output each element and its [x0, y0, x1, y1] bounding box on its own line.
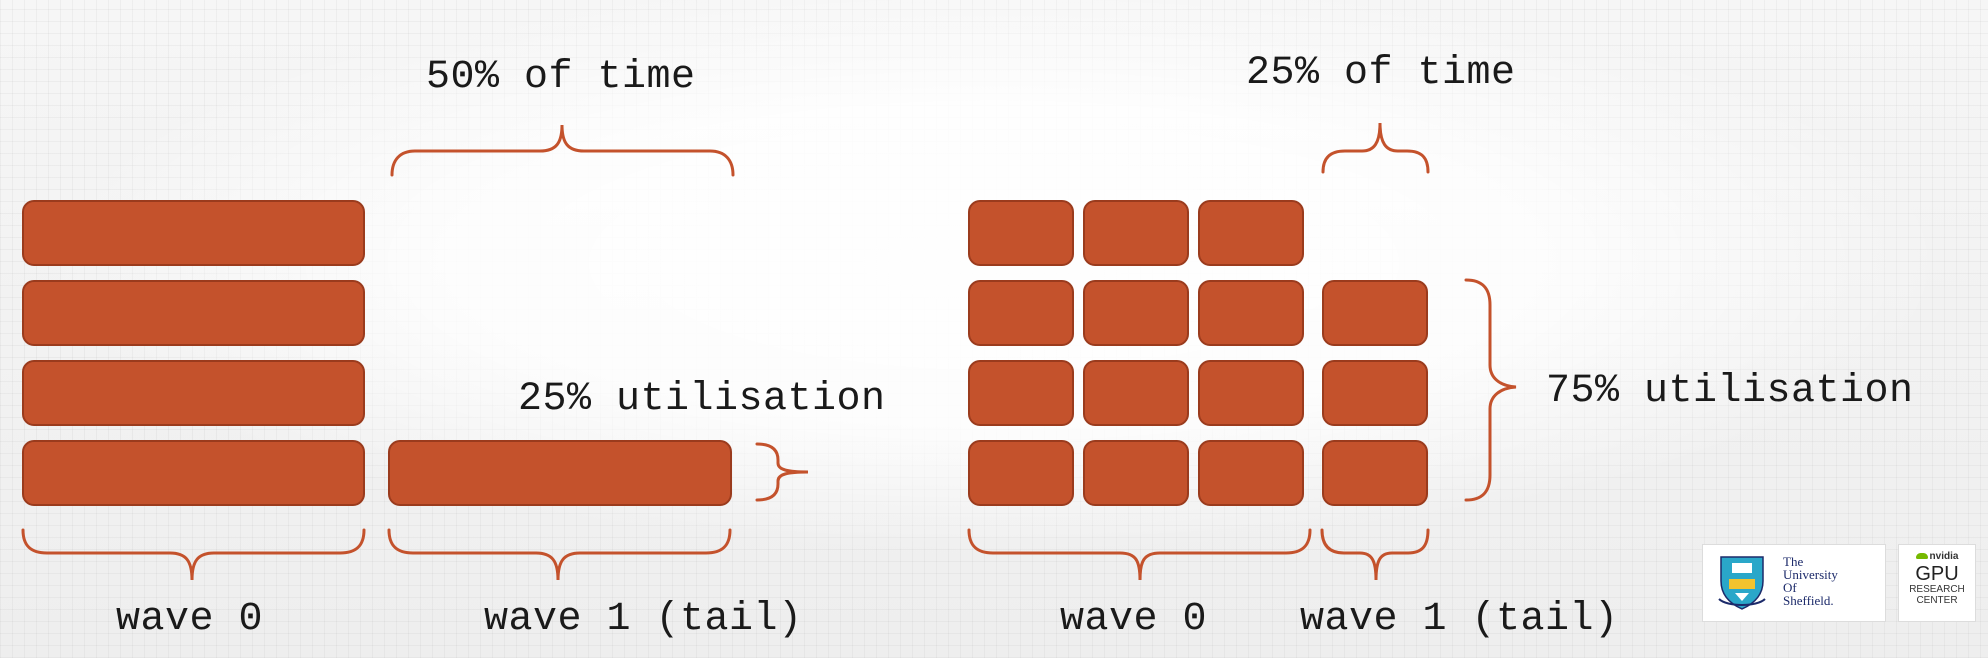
right-wave1-label: wave 1 (tail): [1300, 597, 1619, 642]
left-wave1-block-1: [388, 440, 732, 506]
university-line-2: University: [1783, 567, 1838, 582]
right-wave0-block-r1c1: [968, 200, 1074, 266]
university-line-3: Of: [1783, 580, 1797, 595]
right-wave0-block-r2c2: [1083, 280, 1189, 346]
right-wave0-label: wave 0: [1060, 597, 1208, 642]
nvidia-eye-icon: [1915, 553, 1928, 560]
brace-left-wave0: [21, 528, 366, 581]
brace-right-time: [1321, 122, 1430, 174]
left-wave0-block-4: [22, 440, 365, 506]
brace-right-util: [1464, 278, 1517, 502]
nvidia-gpu-text: GPU: [1915, 563, 1959, 585]
nvidia-brand: nvidia: [1899, 551, 1975, 562]
left-wave0-block-2: [22, 280, 365, 346]
right-wave0-block-r3c3: [1198, 360, 1304, 426]
university-name: The University Of Sheffield.: [1783, 555, 1838, 607]
left-wave0-label: wave 0: [116, 597, 264, 642]
left-util-label: 25% utilisation: [518, 377, 886, 422]
university-logo: The University Of Sheffield.: [1702, 544, 1886, 622]
right-wave0-block-r3c1: [968, 360, 1074, 426]
right-wave0-block-r4c1: [968, 440, 1074, 506]
right-util-label: 75% utilisation: [1546, 369, 1914, 414]
university-line-4: Sheffield.: [1783, 593, 1834, 608]
right-wave0-block-r2c3: [1198, 280, 1304, 346]
brace-left-wave1: [387, 528, 732, 581]
right-wave0-block-r4c3: [1198, 440, 1304, 506]
left-wave0-block-1: [22, 200, 365, 266]
left-wave0-block-3: [22, 360, 365, 426]
right-time-label: 25% of time: [1246, 51, 1516, 96]
university-shield-icon: [1718, 556, 1766, 610]
right-wave0-block-r4c2: [1083, 440, 1189, 506]
right-wave1-block-1: [1322, 280, 1428, 346]
nvidia-logo: nvidia GPU RESEARCH CENTER: [1898, 544, 1976, 622]
right-wave0-block-r2c1: [968, 280, 1074, 346]
brace-right-wave1: [1320, 528, 1430, 581]
nvidia-brand-text: nvidia: [1929, 551, 1959, 562]
right-wave0-block-r1c2: [1083, 200, 1189, 266]
brace-left-util: [755, 442, 809, 502]
right-wave1-block-2: [1322, 360, 1428, 426]
brace-left-time: [390, 124, 735, 177]
left-time-label: 50% of time: [426, 55, 696, 100]
right-wave0-block-r1c3: [1198, 200, 1304, 266]
nvidia-research-text: RESEARCH: [1909, 584, 1965, 595]
university-line-1: The: [1783, 554, 1804, 569]
right-wave0-block-r3c2: [1083, 360, 1189, 426]
brace-right-wave0: [967, 528, 1312, 581]
right-wave1-block-3: [1322, 440, 1428, 506]
left-wave1-label: wave 1 (tail): [484, 597, 803, 642]
nvidia-center-text: CENTER: [1916, 595, 1958, 606]
